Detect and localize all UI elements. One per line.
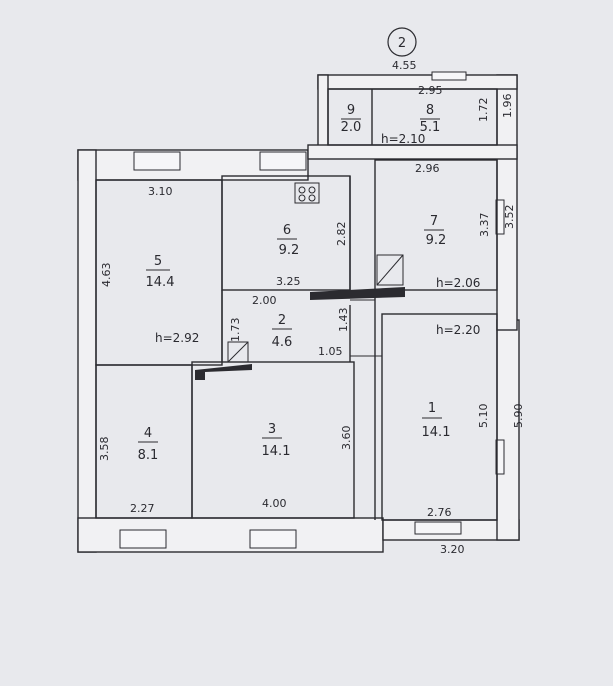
room-number: 4 — [144, 426, 152, 441]
window — [259, 151, 307, 171]
dimension-label: 3.20 — [440, 543, 465, 556]
dimension-label: 1.43 — [337, 308, 350, 333]
stove-icon — [294, 182, 320, 204]
window — [431, 71, 467, 81]
dimension-label: 1.73 — [229, 318, 242, 343]
room-labels: 1 14.1 2 4.6 3 14.1 4 8.1 5 14.4 6 9.2 7… — [138, 103, 451, 463]
window — [133, 151, 181, 171]
room-number: 5 — [154, 254, 162, 269]
room-number: 6 — [283, 223, 291, 238]
height-label: h=2.20 — [436, 323, 480, 337]
dimension-label: 3.52 — [503, 205, 516, 230]
dimension-label: 3.25 — [276, 275, 301, 288]
dimension-label: 2.82 — [335, 222, 348, 247]
partition-beam — [310, 287, 405, 300]
room-number: 8 — [426, 103, 434, 118]
room-area: 14.1 — [262, 444, 291, 459]
height-label: h=2.92 — [155, 331, 199, 345]
dimension-label: 4.00 — [262, 497, 287, 510]
dimension-label: 1.05 — [318, 345, 343, 358]
room-area: 14.1 — [422, 425, 451, 440]
dimension-labels: 4.55 2.95 1.72 1.96 3.10 2.96 2.82 3.37 … — [98, 59, 525, 556]
dimension-label: 2.96 — [415, 162, 440, 175]
dimension-label: 1.96 — [501, 94, 514, 119]
room-area: 14.4 — [146, 275, 175, 290]
window — [495, 439, 505, 475]
dimension-label: 1.72 — [477, 98, 490, 123]
inner-walls — [95, 88, 498, 521]
room-area: 2.0 — [341, 120, 362, 135]
window — [119, 529, 167, 549]
room-number: 9 — [347, 103, 355, 118]
dimension-label: 3.37 — [478, 213, 491, 238]
windows — [119, 71, 505, 549]
room-number: 3 — [268, 422, 276, 437]
room-area: 4.6 — [272, 335, 293, 350]
dimension-label: 3.10 — [148, 185, 173, 198]
room-number: 1 — [428, 401, 436, 416]
dimension-label: 5.10 — [477, 404, 490, 429]
marker-label: 2 — [398, 36, 406, 51]
room-area: 8.1 — [138, 448, 159, 463]
room-number: 7 — [430, 214, 438, 229]
room-area: 9.2 — [279, 243, 300, 258]
room-area: 5.1 — [420, 120, 441, 135]
dimension-label: 2.95 — [418, 84, 443, 97]
dimension-label: 3.58 — [98, 437, 111, 462]
chimney-box — [227, 254, 404, 363]
room-area: 9.2 — [426, 233, 447, 248]
height-label: h=2.10 — [381, 132, 425, 146]
partition-beam — [195, 364, 252, 380]
dimension-label: 5.90 — [512, 404, 525, 429]
room-number: 2 — [278, 313, 286, 328]
window — [495, 199, 505, 235]
dimension-label: 4.55 — [392, 59, 417, 72]
window — [249, 529, 297, 549]
window — [414, 521, 462, 535]
ceiling-heights: h=2.10 h=2.06 h=2.92 h=2.20 — [155, 132, 480, 345]
dimension-label: 2.27 — [130, 502, 155, 515]
section-marker: 2 — [387, 27, 417, 57]
dimension-label: 2.00 — [252, 294, 277, 307]
height-label: h=2.06 — [436, 276, 480, 290]
dimension-label: 2.76 — [427, 506, 452, 519]
dimension-label: 4.63 — [100, 263, 113, 288]
dimension-label: 3.60 — [340, 426, 353, 451]
